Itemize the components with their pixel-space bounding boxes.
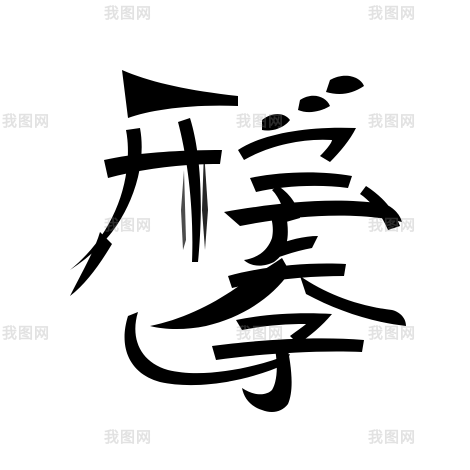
char-ji [124,236,406,412]
char-xue [224,75,402,266]
char-kai [70,70,238,296]
